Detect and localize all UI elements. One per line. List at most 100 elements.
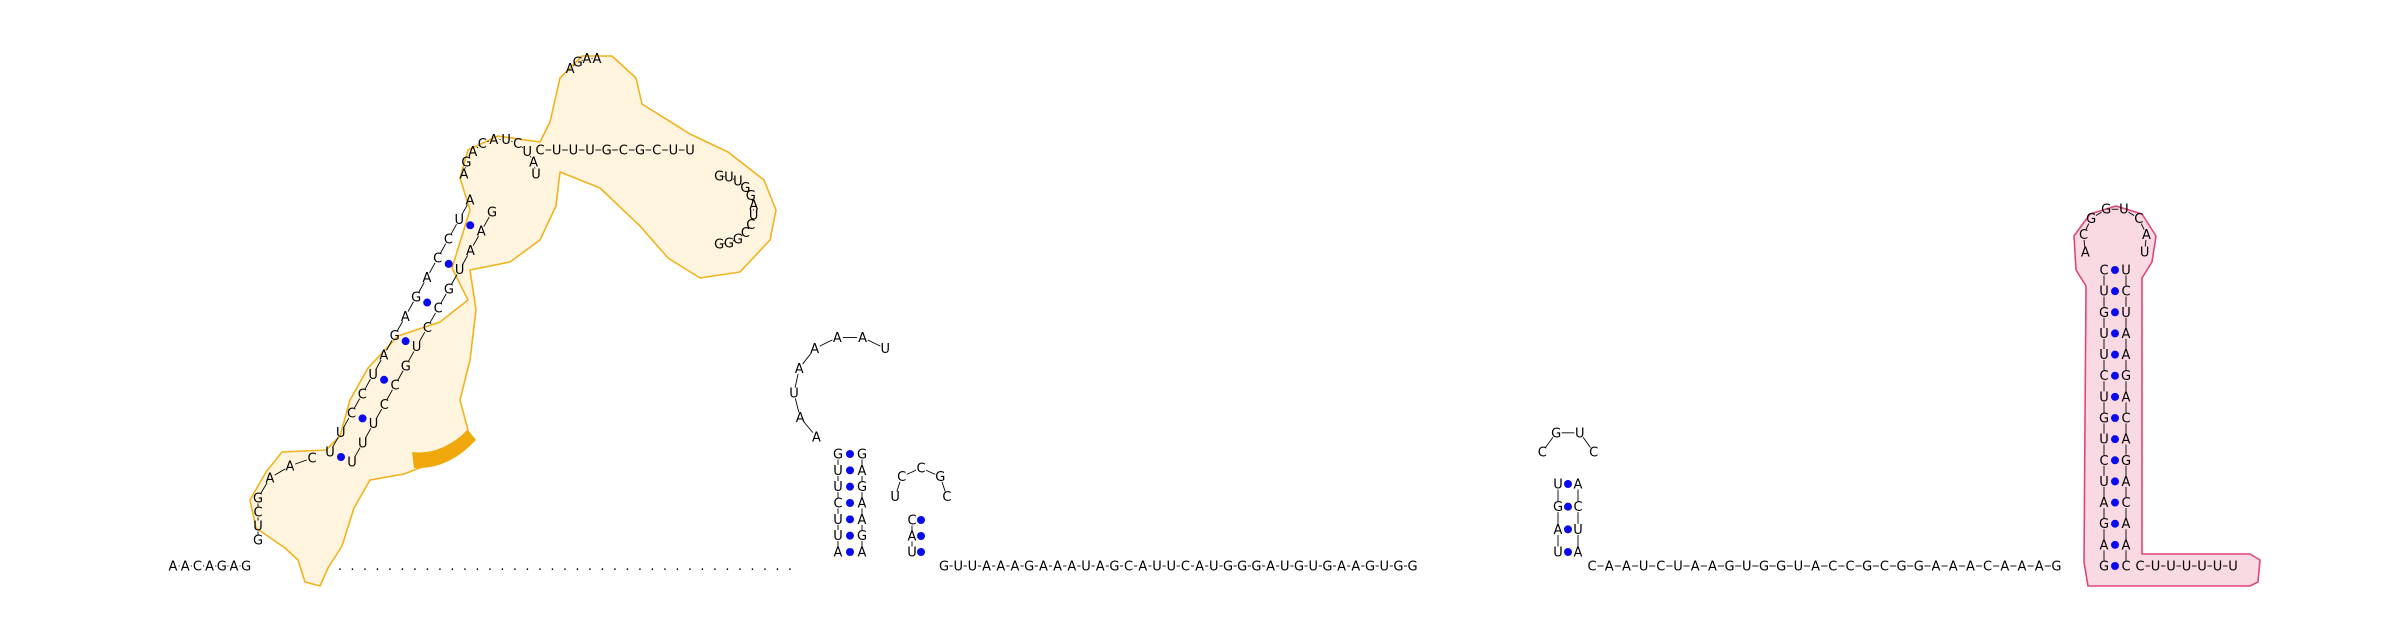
helix-a-base: G	[487, 206, 497, 221]
middle-sequence-2-base: G	[1759, 560, 1769, 575]
middle-sequence-base: G	[1393, 560, 1403, 575]
gap-dot: .	[400, 559, 404, 574]
terminator-loop-base: G	[2101, 203, 2111, 218]
hairpin-b-loop-base: A	[796, 411, 805, 426]
helix-a-loop2-base: G	[714, 237, 724, 252]
base-pair-dot	[2111, 435, 2119, 443]
hairpin-b-stem-base: U	[833, 529, 843, 544]
hairpin-b-loop-base: A	[833, 331, 842, 346]
base-pair-dot	[2111, 308, 2119, 316]
base-pair-dot	[1564, 548, 1572, 556]
helix-a-base: C	[444, 232, 453, 247]
middle-sequence-2-base: A	[2035, 560, 2044, 575]
base-pair-dot	[2111, 520, 2119, 528]
middle-sequence-base: A	[996, 560, 1005, 575]
helix-a-arm-base: U	[585, 144, 595, 159]
middle-sequence-2-base: U	[1742, 560, 1752, 575]
terminator-loop-base: C	[2079, 228, 2088, 243]
tail-base: U	[2166, 560, 2176, 575]
middle-sequence-2-base: A	[1708, 560, 1717, 575]
helix-a-base: G	[253, 534, 263, 549]
helix-a-loop-base: U	[531, 167, 541, 182]
hairpin-c-loop-base: C	[897, 470, 906, 485]
terminator-loop-base: A	[2142, 228, 2151, 243]
base-pair-dot	[2111, 541, 2119, 549]
helix-a-base: C	[391, 379, 400, 394]
helix-a-base: C	[307, 452, 316, 467]
hairpin-b-loop-base: A	[810, 342, 819, 357]
domain-outlines	[250, 56, 2260, 586]
hairpin-b-stem-base: A	[834, 546, 843, 561]
gap-dot: .	[500, 559, 504, 574]
hairpin-b-stem-base: C	[833, 497, 842, 512]
middle-sequence-2-base: G	[1897, 560, 1907, 575]
gap-dot: .	[413, 559, 417, 574]
leader-base: A	[230, 560, 239, 575]
helix-a-base: U	[325, 446, 335, 461]
middle-sequence-base: A	[1067, 560, 1076, 575]
helix-a-base: U	[412, 340, 422, 355]
middle-sequence-base: U	[1166, 560, 1176, 575]
helix-a-loop2-base: G	[733, 232, 743, 247]
helix-a-base: C	[434, 302, 443, 317]
middle-sequence-2-base: A	[1691, 560, 1700, 575]
helix-a-base: U	[358, 436, 368, 451]
gap-dot: .	[588, 559, 592, 574]
gap-dot: .	[450, 559, 454, 574]
middle-sequence-2-base: C	[1587, 560, 1596, 575]
helix-a-base: A	[286, 460, 295, 475]
hairpin-d-loop-base: U	[1575, 426, 1585, 441]
hairpin-b-stem-base: A	[858, 546, 867, 561]
gap-dot: .	[375, 559, 379, 574]
middle-sequence-2-base: U	[1794, 560, 1804, 575]
terminator-loop-base: A	[2081, 245, 2090, 260]
helix-a-base: U	[336, 426, 346, 441]
helix-a-arm-base: C	[535, 144, 544, 159]
terminator-stem-5p-base: A	[2100, 538, 2109, 553]
middle-sequence-base: A	[1011, 560, 1020, 575]
helix-a-cap-base: G	[573, 55, 583, 70]
middle-sequence-base: A	[1053, 560, 1062, 575]
middle-sequence-2-base: G	[1862, 560, 1872, 575]
middle-sequence-base: U	[1308, 560, 1318, 575]
gap-dot: .	[763, 559, 767, 574]
base-pair-dot	[917, 516, 925, 524]
terminator-stem-5p-base: U	[2099, 327, 2109, 342]
terminator-stem-5p-base: U	[2099, 390, 2109, 405]
hairpin-d-stem-base: U	[1573, 523, 1583, 538]
tail-base: C	[2135, 560, 2144, 575]
middle-sequence-2-base: A	[1949, 560, 1958, 575]
gap-dot: .	[675, 559, 679, 574]
helix-a-loop2-base: G	[724, 236, 734, 251]
gap-dot: .	[775, 559, 779, 574]
backbone-link	[907, 470, 916, 474]
middle-sequence-base: G	[1408, 560, 1418, 575]
base-pair-dot	[2111, 414, 2119, 422]
helix-a-loop-base: U	[501, 133, 511, 148]
gap-dot: .	[713, 559, 717, 574]
hairpin-b-loop-base: A	[795, 362, 804, 377]
middle-sequence-base: A	[1351, 560, 1360, 575]
tail-base: U	[2197, 560, 2207, 575]
base-pair-dot	[846, 483, 854, 491]
middle-sequence-base: G	[1237, 560, 1247, 575]
middle-sequence-2-base: A	[2000, 560, 2009, 575]
middle-sequence-base: G	[1223, 560, 1233, 575]
base-pair-dot	[1564, 503, 1572, 511]
terminator-stem-5p-base: U	[2099, 475, 2109, 490]
helix-a-base: G	[411, 290, 421, 305]
helix-a-base: A	[266, 472, 275, 487]
helix-a-base: U	[455, 263, 465, 278]
hairpin-c-loop-base: C	[942, 490, 951, 505]
hairpin-b-loop-base: U	[789, 387, 799, 402]
helix-a-arm-base: G	[602, 144, 612, 159]
terminator-loop-base: U	[2119, 203, 2129, 218]
helix-a-base: U	[454, 213, 464, 228]
middle-sequence-base: U	[953, 560, 963, 575]
helix-a-base: C	[423, 321, 432, 336]
terminator-stem-5p-base: A	[2100, 496, 2109, 511]
tail-base: U	[2151, 560, 2161, 575]
helix-a-arm-base: U	[552, 144, 562, 159]
terminator-stem-5p-base: U	[2099, 348, 2109, 363]
